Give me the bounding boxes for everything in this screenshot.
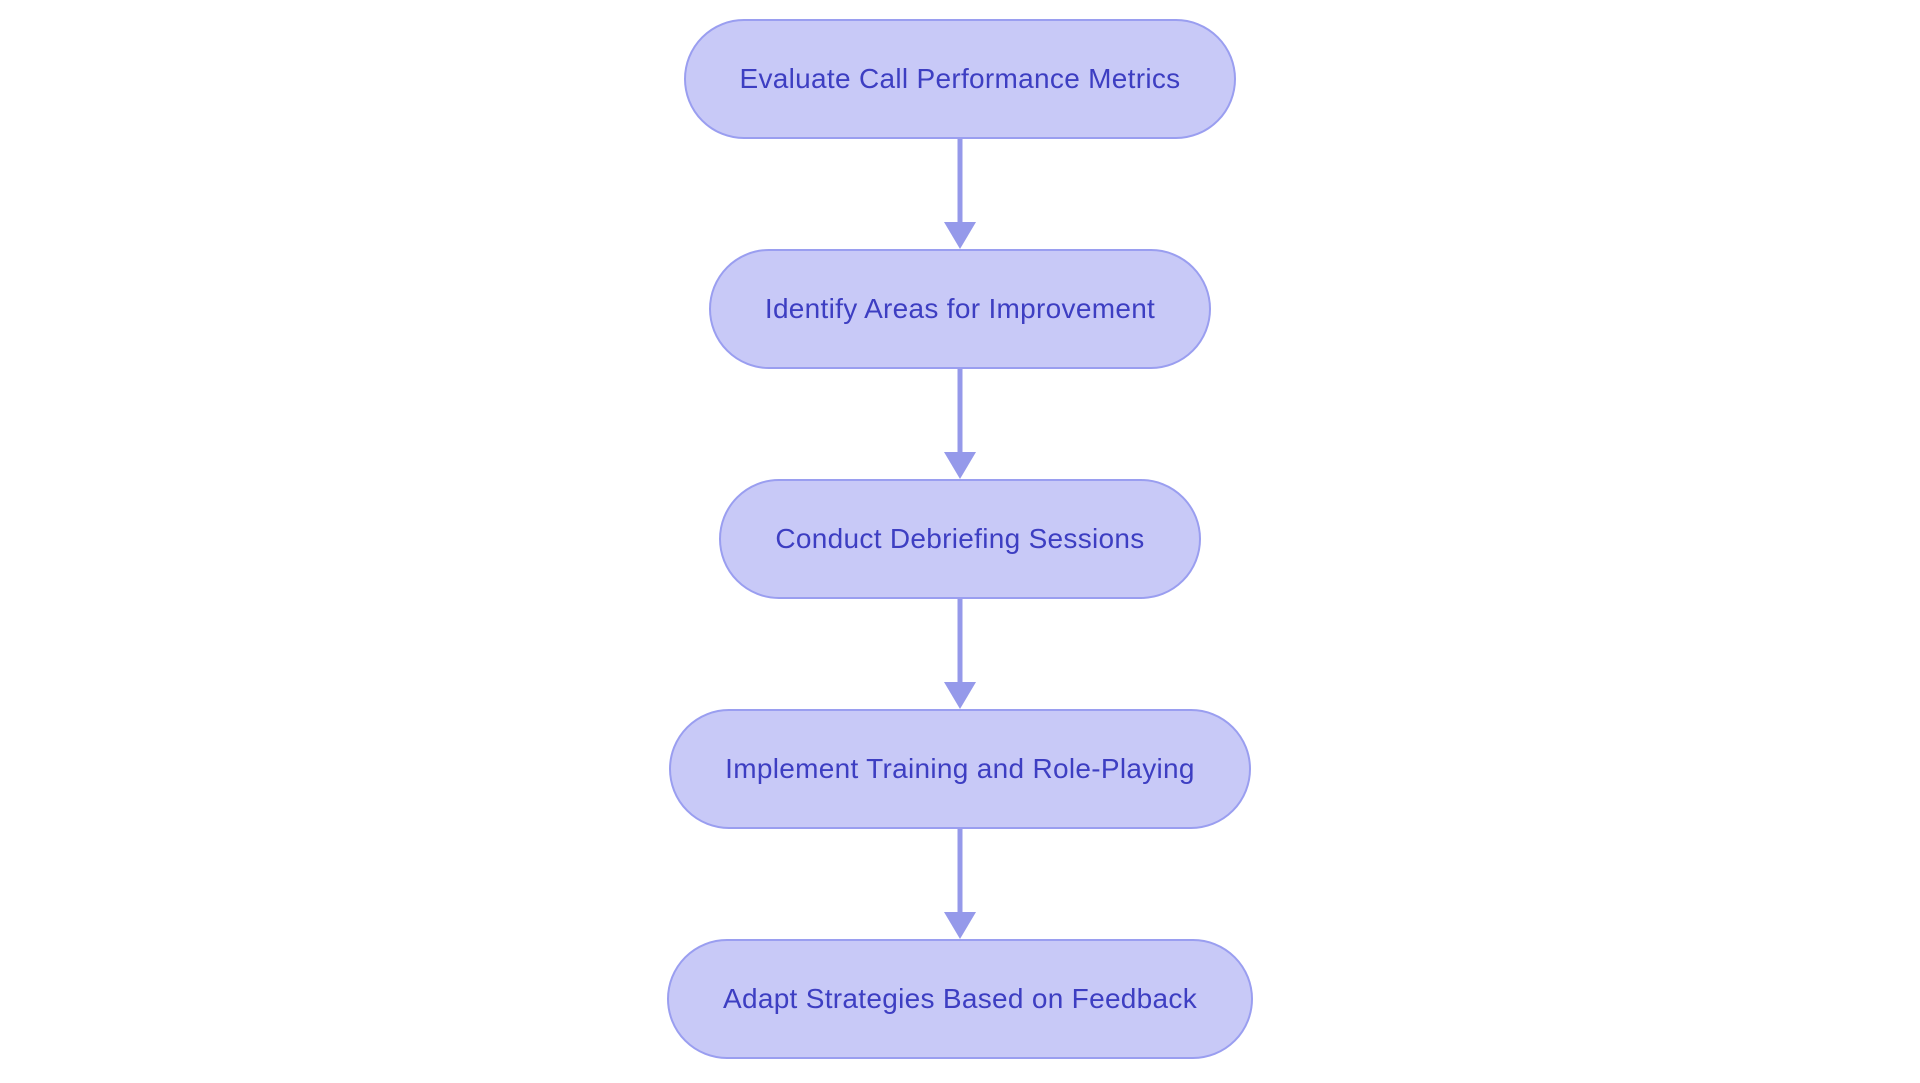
flow-node-implement-training-and-role-playing: Implement Training and Role-Playing	[669, 709, 1251, 829]
flow-node-adapt-strategies-based-on-feedback: Adapt Strategies Based on Feedback	[666, 939, 1254, 1059]
arrow-down-icon	[944, 369, 976, 479]
arrow-down-icon	[944, 139, 976, 249]
arrow-down-icon	[944, 829, 976, 939]
arrow-connector-2	[940, 369, 980, 479]
flow-node-evaluate-call-performance-metrics: Evaluate Call Performance Metrics	[683, 19, 1237, 139]
flow-node-identify-areas-for-improvement: Identify Areas for Improvement	[708, 249, 1212, 369]
arrow-down-icon	[944, 599, 976, 709]
arrow-connector-4	[940, 829, 980, 939]
flow-node-label: Identify Areas for Improvement	[764, 293, 1156, 324]
flow-node-conduct-debriefing-sessions: Conduct Debriefing Sessions	[719, 479, 1201, 599]
flow-node-label: Conduct Debriefing Sessions	[775, 523, 1145, 554]
flow-node-label: Implement Training and Role-Playing	[725, 753, 1195, 784]
arrow-connector-3	[940, 599, 980, 709]
flow-node-label: Evaluate Call Performance Metrics	[739, 63, 1181, 94]
arrow-connector-1	[940, 139, 980, 249]
flow-node-label: Adapt Strategies Based on Feedback	[722, 983, 1198, 1014]
